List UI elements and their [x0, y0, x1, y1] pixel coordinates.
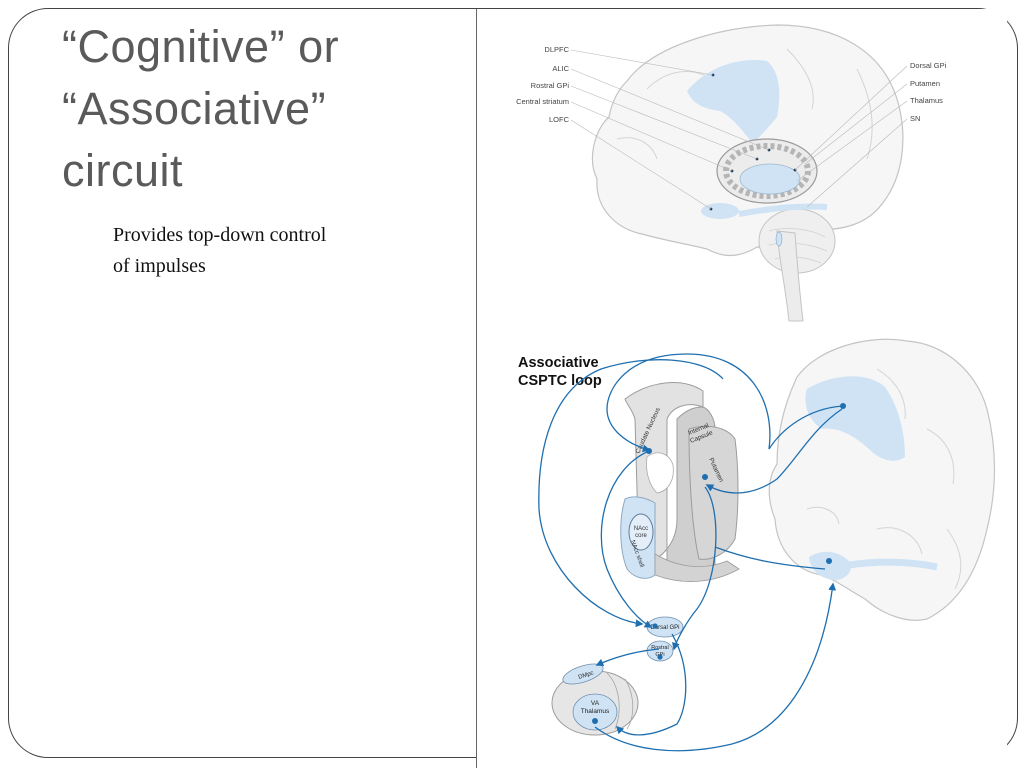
label-rostral-gpi: Rostral GPi: [531, 81, 570, 90]
title-line-1: “Cognitive” or: [62, 21, 340, 72]
pathway-nodes: [592, 403, 846, 724]
thalamus-region: [739, 163, 801, 195]
dmpc-node: [562, 663, 604, 685]
cortex-lower-band: [848, 558, 938, 571]
label-sn: SN: [910, 114, 920, 123]
loop-title-line-1: Associative: [518, 355, 599, 371]
gyrus-line: [856, 68, 873, 160]
label-dorsal-gpi-node: Dorsal GPi: [650, 625, 679, 631]
node-cortex-lofc: [826, 558, 832, 564]
node-va-thalamus: [592, 718, 598, 724]
label-alic: ALIC: [552, 64, 569, 73]
striatum-base: [654, 553, 740, 582]
label-rostral-gpi-node-1: Rostral: [651, 645, 668, 651]
caudate-white-notch: [646, 452, 674, 494]
node-rostral-gpi: [657, 654, 663, 660]
label-putamen: Putamen: [910, 79, 940, 88]
pathway-gpi-to-dmpc: [595, 648, 660, 667]
associative-loop-diagram: Associative CSPTC loop Caudate Nucleus I…: [518, 338, 996, 752]
label-central-striatum: Central striatum: [516, 97, 569, 106]
label-nacc-core-2: core: [635, 533, 647, 539]
cortex-lofc-region: [809, 551, 851, 581]
label-va-thalamus-1: VA: [591, 700, 600, 707]
lofc-region: [701, 203, 739, 219]
pathway-thalamus-to-cortex: [594, 582, 837, 752]
title-line-2: “Associative”: [62, 83, 327, 134]
loop-title-line-2: CSPTC loop: [518, 373, 602, 389]
brainstem: [776, 230, 804, 322]
pathway-cortex-to-putamen: [705, 408, 843, 494]
cortex-dlpfc-region: [805, 376, 905, 461]
diagram-panel: DLPFC ALIC Rostral GPi Central striatum …: [476, 9, 1007, 768]
sn-region: [738, 203, 828, 217]
label-dmpc: DMpc: [578, 670, 595, 681]
diagram-svg: DLPFC ALIC Rostral GPi Central striatum …: [516, 24, 996, 752]
va-thalamus-node: [572, 693, 618, 731]
gyrus-line: [616, 137, 658, 160]
pathway-gpi-to-va: [615, 633, 687, 736]
pathway-putamen-to-gpi: [672, 486, 717, 651]
label-nacc-core-1: NAcc: [634, 526, 648, 532]
pathway-arrows: [538, 353, 843, 752]
node-dorsal-gpi: [652, 623, 658, 629]
node-cortex-dlpfc: [840, 403, 846, 409]
node-caudate: [646, 448, 652, 454]
label-leader-lines: [570, 49, 908, 210]
title-line-3: circuit: [62, 145, 184, 196]
pathway-outer-loop: [538, 359, 724, 628]
label-lofc: LOFC: [549, 115, 570, 124]
gyrus-line: [786, 48, 814, 110]
putamen-block: [688, 425, 739, 560]
label-dlpfc: DLPFC: [544, 45, 569, 54]
nacc-core: [628, 513, 654, 551]
pathway-cortex-to-caudate: [606, 353, 843, 453]
slide-title: “Cognitive” or “Associative” circuit: [62, 16, 442, 202]
pathway-lofc-to-striatum: [714, 546, 826, 570]
pathway-caudate-to-gpi: [600, 450, 653, 628]
label-thalamus: Thalamus: [910, 96, 943, 105]
sagittal-brain-diagram: DLPFC ALIC Rostral GPi Central striatum …: [516, 24, 947, 322]
basal-ganglia-ring: [723, 143, 811, 199]
thalamus-nuclei-lines: [606, 672, 634, 730]
node-putamen: [702, 474, 708, 480]
small-region: [775, 231, 783, 247]
label-dorsal-gpi: Dorsal GPi: [910, 61, 947, 70]
cortex-brain-outline: [768, 338, 996, 621]
label-va-thalamus-2: Thalamus: [581, 708, 610, 715]
slide-body-text: Provides top-down control of impulses: [113, 224, 327, 277]
dlpfc-region: [687, 60, 780, 145]
